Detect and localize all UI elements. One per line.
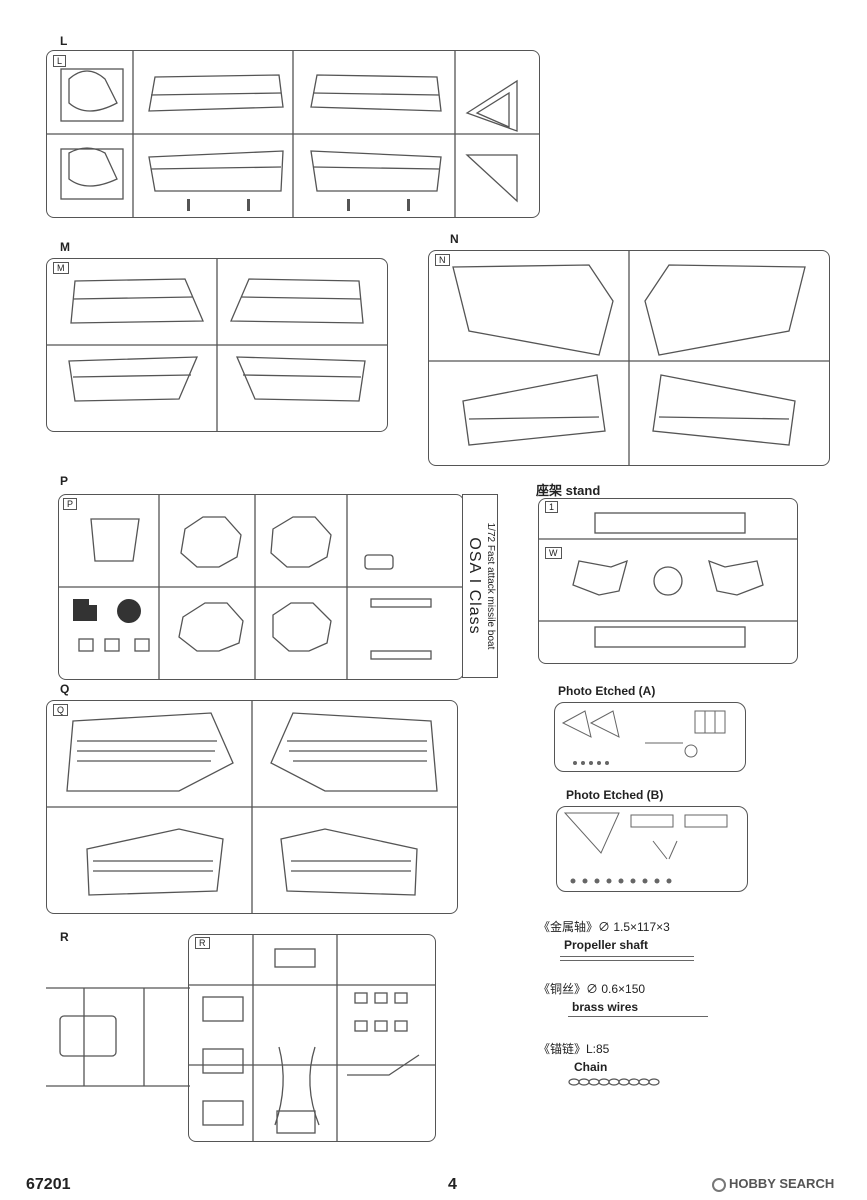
stand-tag-w: W	[545, 547, 562, 559]
sprue-m: M	[46, 258, 388, 432]
sprue-r-runner	[46, 987, 190, 1087]
sprue-p: P	[58, 494, 464, 680]
title-line2: OSA I Class	[466, 537, 483, 635]
sprue-r-drawing	[189, 935, 435, 1141]
sprue-n-tag: N	[435, 254, 450, 266]
sprue-stand: 1 W	[538, 498, 798, 664]
material-shaft-spec: 《金属轴》∅ 1.5×117×3	[538, 920, 670, 934]
sprue-l-drawing	[47, 51, 539, 217]
sprue-r-tag: R	[195, 937, 210, 949]
title-line1: Fast attack missile boat	[485, 544, 496, 650]
watermark: HOBBY SEARCH	[712, 1176, 834, 1192]
sprue-n-drawing	[429, 251, 829, 465]
photo-etched-a-label: Photo Etched (A)	[558, 684, 656, 698]
sprue-l-label: L	[60, 34, 68, 48]
stand-tag-1: 1	[545, 501, 559, 513]
material-wire-name: brass wires	[572, 1000, 639, 1014]
sprue-q: Q	[46, 700, 458, 914]
sprue-p-drawing	[59, 495, 463, 679]
propeller-shaft-icon	[560, 956, 694, 961]
sprue-m-drawing	[47, 259, 387, 431]
brass-wire-icon	[568, 1016, 708, 1017]
sprue-n: N	[428, 250, 830, 466]
kit-title-plate: 1/72 Fast attack missile boat OSA I Clas…	[462, 494, 498, 678]
photo-etched-a-drawing	[561, 710, 726, 765]
sprue-r: R	[188, 934, 436, 1142]
sprue-n-label: N	[450, 232, 459, 246]
stand-label: 座架 stand	[536, 483, 601, 498]
sprue-q-tag: Q	[53, 704, 69, 716]
sprue-m-label: M	[60, 240, 70, 254]
photo-etched-b	[556, 806, 748, 892]
sprue-q-drawing	[47, 701, 457, 913]
material-wire-spec: 《铜丝》∅ 0.6×150	[538, 982, 646, 996]
material-shaft-name: Propeller shaft	[564, 938, 649, 952]
photo-etched-a	[554, 702, 746, 772]
photo-etched-b-drawing	[563, 812, 728, 884]
sprue-m-tag: M	[53, 262, 69, 274]
photo-etched-b-label: Photo Etched (B)	[566, 788, 664, 802]
page-number: 4	[448, 1176, 457, 1193]
sprue-q-label: Q	[60, 682, 70, 696]
sprue-l: L	[46, 50, 540, 218]
material-chain-name: Chain	[574, 1060, 608, 1074]
product-code: 67201	[26, 1176, 71, 1193]
watermark-text: HOBBY SEARCH	[729, 1176, 835, 1191]
sprue-l-tag: L	[53, 55, 67, 67]
hobby-search-logo-icon	[712, 1177, 726, 1192]
sprue-p-label: P	[60, 474, 69, 488]
stand-drawing	[539, 512, 797, 648]
anchor-chain-icon	[568, 1078, 660, 1086]
material-chain-spec: 《锚链》L:85	[538, 1042, 610, 1056]
sprue-p-tag: P	[63, 498, 78, 510]
title-scale: 1/72	[485, 522, 496, 543]
sprue-r-label: R	[60, 930, 69, 944]
